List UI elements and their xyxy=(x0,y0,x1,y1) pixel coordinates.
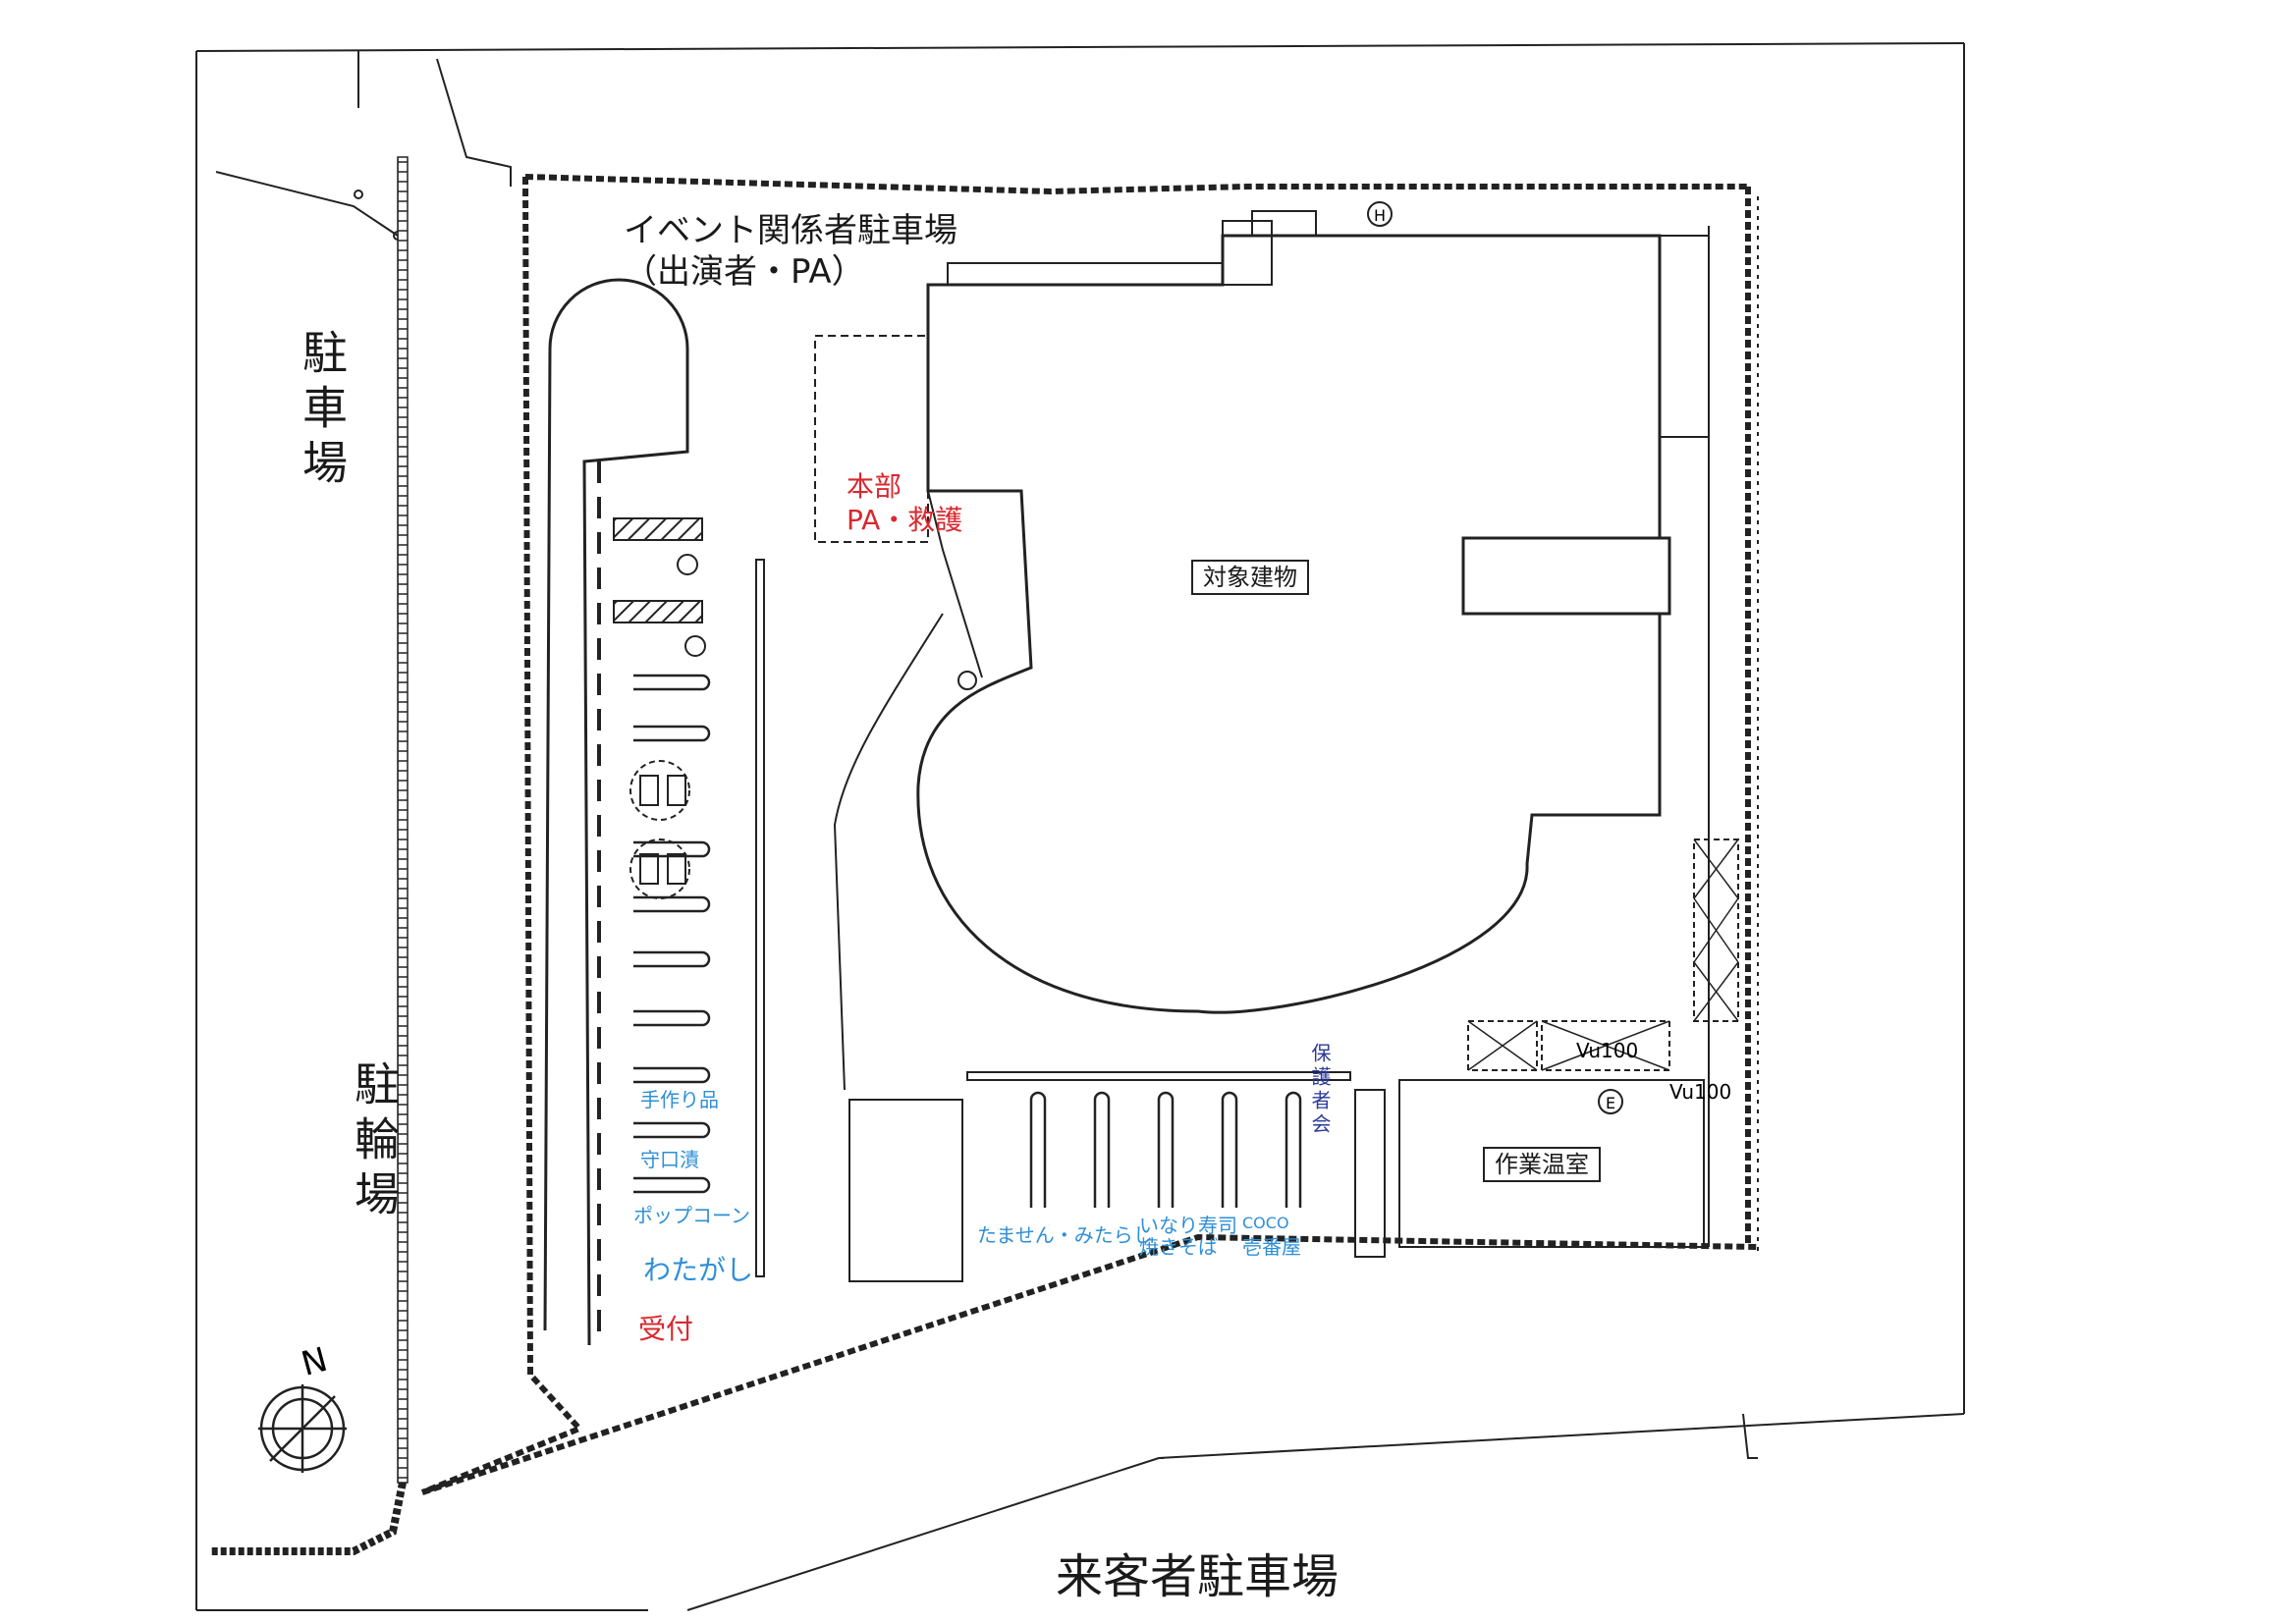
label-visitor-parking: 来客者駐車場 xyxy=(1056,1549,1339,1604)
parking-stall xyxy=(1221,1091,1238,1208)
west-road-fence xyxy=(211,156,409,1555)
accessible-stalls xyxy=(613,517,706,657)
stall-reception: 受付 xyxy=(638,1313,694,1345)
parking-stalls-west xyxy=(633,674,711,1194)
north-lane-curb xyxy=(543,278,689,1346)
east-equipment-x xyxy=(1467,839,1739,1071)
tree-marker xyxy=(957,671,977,690)
parking-stall xyxy=(1285,1091,1302,1208)
parking-stall xyxy=(633,895,711,913)
parking-stall xyxy=(633,674,711,691)
parking-stalls-south xyxy=(1029,1091,1302,1208)
east-equipment xyxy=(1467,839,1739,1071)
hydrant-e-marker xyxy=(1598,1089,1623,1114)
stall-inari-2: 焼きそば xyxy=(1139,1235,1218,1259)
parking-stall xyxy=(633,1066,711,1084)
parking-stall xyxy=(633,1176,711,1194)
parking-stall xyxy=(1093,1091,1111,1208)
building-west-wing xyxy=(927,285,1032,678)
page-frame xyxy=(195,42,1965,1611)
south-boundary xyxy=(686,1413,1965,1611)
label-pa-aid: PA・救護 xyxy=(847,504,963,536)
central-median xyxy=(755,559,765,1277)
building-curve-walk xyxy=(833,613,944,1091)
stall-popcorn: ポップコーン xyxy=(633,1204,750,1227)
stall-cotton-candy: わたがし xyxy=(643,1254,754,1286)
parking-trees xyxy=(629,760,690,899)
label-guardians-assoc: 保護者会 xyxy=(1308,1043,1332,1137)
label-vu100-a: Vu100 xyxy=(1576,1039,1639,1062)
parking-stall xyxy=(633,725,711,742)
stall-handmade: 手作り品 xyxy=(640,1088,719,1111)
parking-stall xyxy=(1157,1091,1175,1208)
north-boundary xyxy=(215,51,512,241)
label-hq: 本部 xyxy=(847,470,902,503)
site-fence xyxy=(420,174,1759,1495)
label-parking-west: 駐車場 xyxy=(296,329,349,494)
stall-tamasen: たません・みたらし xyxy=(977,1223,1153,1247)
parking-stall xyxy=(633,1121,711,1139)
building-east-annex xyxy=(1461,536,1671,616)
label-event-parking-2: （出演者・PA） xyxy=(624,252,865,292)
label-vu100-b: Vu100 xyxy=(1669,1080,1732,1104)
stall-coco-1: COCO xyxy=(1242,1214,1289,1232)
hq-area xyxy=(814,335,929,543)
stall-coco-2: 壱番屋 xyxy=(1242,1235,1301,1259)
compass-icon xyxy=(258,1384,347,1473)
label-event-parking-1: イベント関係者駐車場 xyxy=(624,211,957,250)
parking-stall xyxy=(1029,1091,1047,1208)
compass-label: N xyxy=(298,1340,332,1384)
main-building xyxy=(916,234,1671,1014)
south-stall-row xyxy=(848,1071,1705,1282)
hydrant-h-marker xyxy=(1367,201,1393,227)
label-target-building: 対象建物 xyxy=(1191,560,1309,595)
building-ne-block xyxy=(1659,235,1710,438)
hydrant-h-label: H xyxy=(1374,206,1386,225)
stall-inari-1: いなり寿司 xyxy=(1139,1214,1237,1237)
parking-stall xyxy=(633,840,711,858)
stall-moriguchi: 守口漬 xyxy=(640,1148,699,1171)
parking-stall xyxy=(633,1009,711,1027)
label-bicycle-parking: 駐輪場 xyxy=(348,1060,401,1225)
north-roof-strip xyxy=(947,210,1317,286)
label-work-greenhouse: 作業温室 xyxy=(1483,1147,1601,1182)
parking-stall xyxy=(633,950,711,968)
hydrant-e-label: E xyxy=(1606,1094,1615,1112)
